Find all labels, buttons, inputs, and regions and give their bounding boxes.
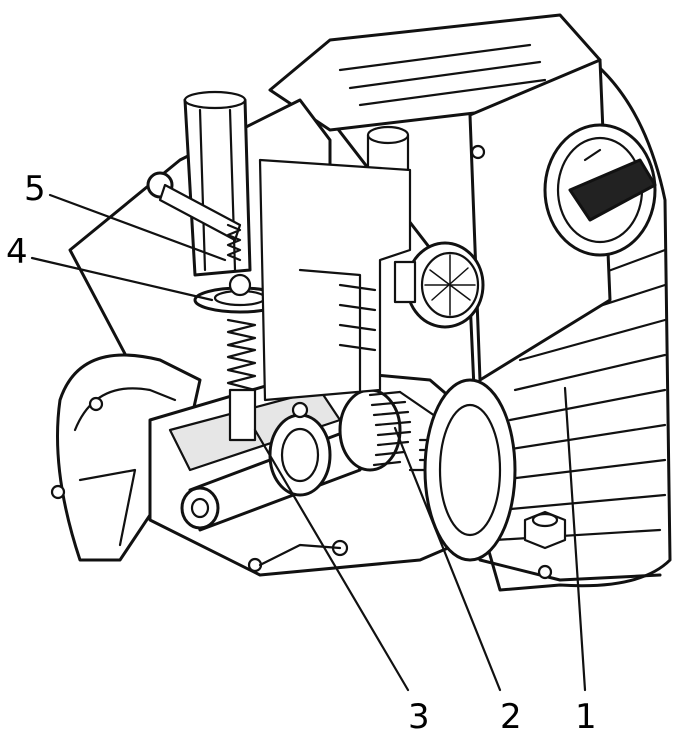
callout-2: 2 [500,697,522,737]
leader-5 [48,193,227,262]
callout-labels: 5 4 3 2 1 [6,169,597,737]
pressure-gauge [393,241,485,329]
pressure-switch [146,90,287,442]
leader-2 [393,426,502,692]
leader-1 [563,386,587,692]
leader-3 [253,428,410,692]
callout-1: 1 [575,697,597,737]
leader-lines [30,193,587,692]
callout-3: 3 [408,697,430,737]
callout-5: 5 [24,169,46,209]
top-cover [268,13,657,382]
callout-4: 4 [6,232,28,272]
leader-4 [30,256,214,302]
inner-chamber [258,158,412,419]
